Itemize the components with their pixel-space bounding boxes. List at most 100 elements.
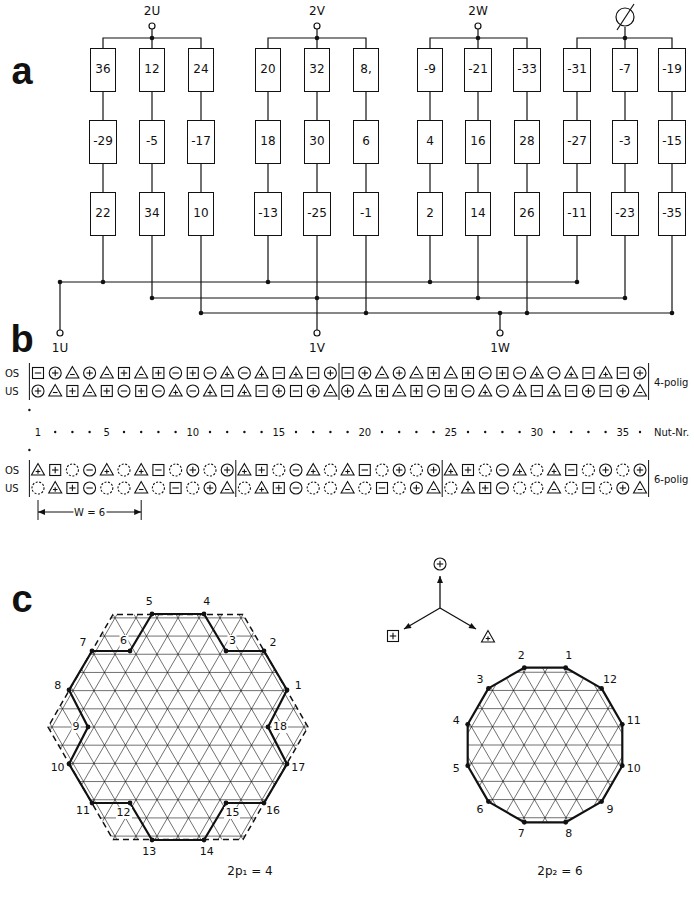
coil-number: 6: [362, 135, 370, 148]
coil-number: -13: [258, 207, 278, 220]
grid-line: [316, 440, 616, 905]
grid-line: [348, 458, 648, 905]
sign-mark: [139, 489, 144, 490]
sign-mark: [553, 469, 554, 474]
coil-box: 4: [417, 120, 443, 164]
slot-tick: [639, 431, 641, 433]
phase-symbol: [255, 482, 268, 494]
series-wire: [526, 92, 527, 120]
sign-mark: [244, 390, 245, 395]
series-link: [625, 92, 626, 120]
phase-symbol: [290, 464, 302, 476]
slot-tick: [587, 431, 589, 433]
slot-tick: [312, 431, 314, 433]
polygon-point-number: 4: [452, 715, 461, 727]
sign-mark: [571, 372, 572, 377]
sign-mark: [345, 489, 350, 490]
phase-axis: [440, 608, 476, 629]
sign-mark: [536, 372, 537, 377]
series-wire: [316, 164, 317, 192]
phase-symbol: [222, 386, 233, 397]
coil-box: -5: [139, 120, 165, 164]
hexagon-outline: [48, 614, 308, 839]
dimension-tick: [141, 500, 142, 520]
sign-mark: [328, 392, 333, 393]
series-link: [152, 164, 153, 192]
series-link: [103, 164, 104, 192]
coil-box: -3: [612, 120, 638, 164]
sign-mark: [487, 636, 488, 641]
series-wire: [477, 92, 478, 120]
phase-symbol: [32, 464, 45, 476]
phase-symbol: [513, 385, 526, 397]
slot-tick: [88, 431, 90, 433]
grid-line: [395, 485, 694, 905]
sign-mark: [467, 487, 468, 492]
terminal-label: 2W: [468, 5, 488, 18]
series-link: [317, 164, 318, 192]
sign-mark: [433, 370, 434, 376]
slot-tick: [209, 431, 211, 433]
coil-number: -35: [662, 207, 682, 220]
phase-symbol: [66, 464, 78, 476]
sign-mark: [602, 390, 608, 391]
sign-mark: [467, 467, 468, 473]
slot-number: 10: [186, 427, 199, 438]
grid-line: [0, 781, 478, 782]
arrow-head: [134, 509, 141, 515]
sign-mark: [261, 372, 262, 377]
grid-line: [490, 431, 694, 905]
sign-mark: [485, 485, 486, 491]
polygon-vertex: [522, 665, 527, 670]
series-wire: [200, 92, 201, 120]
series-link: [430, 92, 431, 120]
phase-symbol: [582, 385, 594, 397]
phase-symbol: [514, 482, 526, 494]
coil-box: 30: [304, 120, 330, 164]
sign-mark: [175, 390, 176, 395]
sign-mark: [638, 392, 643, 393]
sign-mark: [225, 489, 230, 490]
coil-number: -1: [360, 207, 372, 220]
slot-tick: [226, 431, 228, 433]
sign-mark: [121, 390, 127, 391]
sign-mark: [399, 370, 400, 376]
coil-box: 28: [514, 120, 540, 164]
phase-symbol: [32, 482, 44, 494]
pole-pair-separator: [339, 363, 340, 400]
coil-number: -19: [662, 63, 682, 76]
phase-symbol: [376, 464, 388, 476]
grid-line: [0, 799, 478, 800]
sign-mark: [553, 390, 554, 395]
series-wire: [624, 92, 625, 120]
polygon-point-number: 5: [145, 596, 154, 608]
phase-symbol: [479, 385, 492, 397]
grid-line: [0, 540, 202, 905]
triangular-grid: [0, 385, 478, 905]
pole-pair-separator: [648, 460, 649, 497]
coil-box: -25: [303, 192, 331, 236]
grid-line: [245, 672, 694, 673]
polygon-point-number: 1: [294, 680, 303, 692]
sign-mark: [209, 390, 210, 395]
coil-box: -7: [612, 48, 638, 92]
phase-symbol: [463, 368, 474, 379]
terminal-label: 1U: [52, 342, 68, 355]
sign-mark: [467, 370, 468, 376]
phase-symbol: [410, 464, 422, 476]
phase-symbol: [565, 482, 577, 494]
coil-number: -7: [619, 63, 631, 76]
series-wire: [624, 164, 625, 192]
coil-number: 28: [519, 135, 534, 148]
sign-mark: [585, 487, 591, 488]
phase-symbol: [204, 385, 217, 397]
phase-symbol: [582, 464, 594, 476]
polygon-vertex: [224, 649, 229, 654]
phase-symbol: [101, 482, 113, 494]
sign-mark: [141, 388, 142, 394]
grid-line: [0, 636, 478, 637]
coil-box: -21: [464, 48, 492, 92]
coil-box: -19: [658, 48, 686, 92]
grid-line: [154, 540, 454, 905]
sign-mark: [207, 372, 213, 373]
